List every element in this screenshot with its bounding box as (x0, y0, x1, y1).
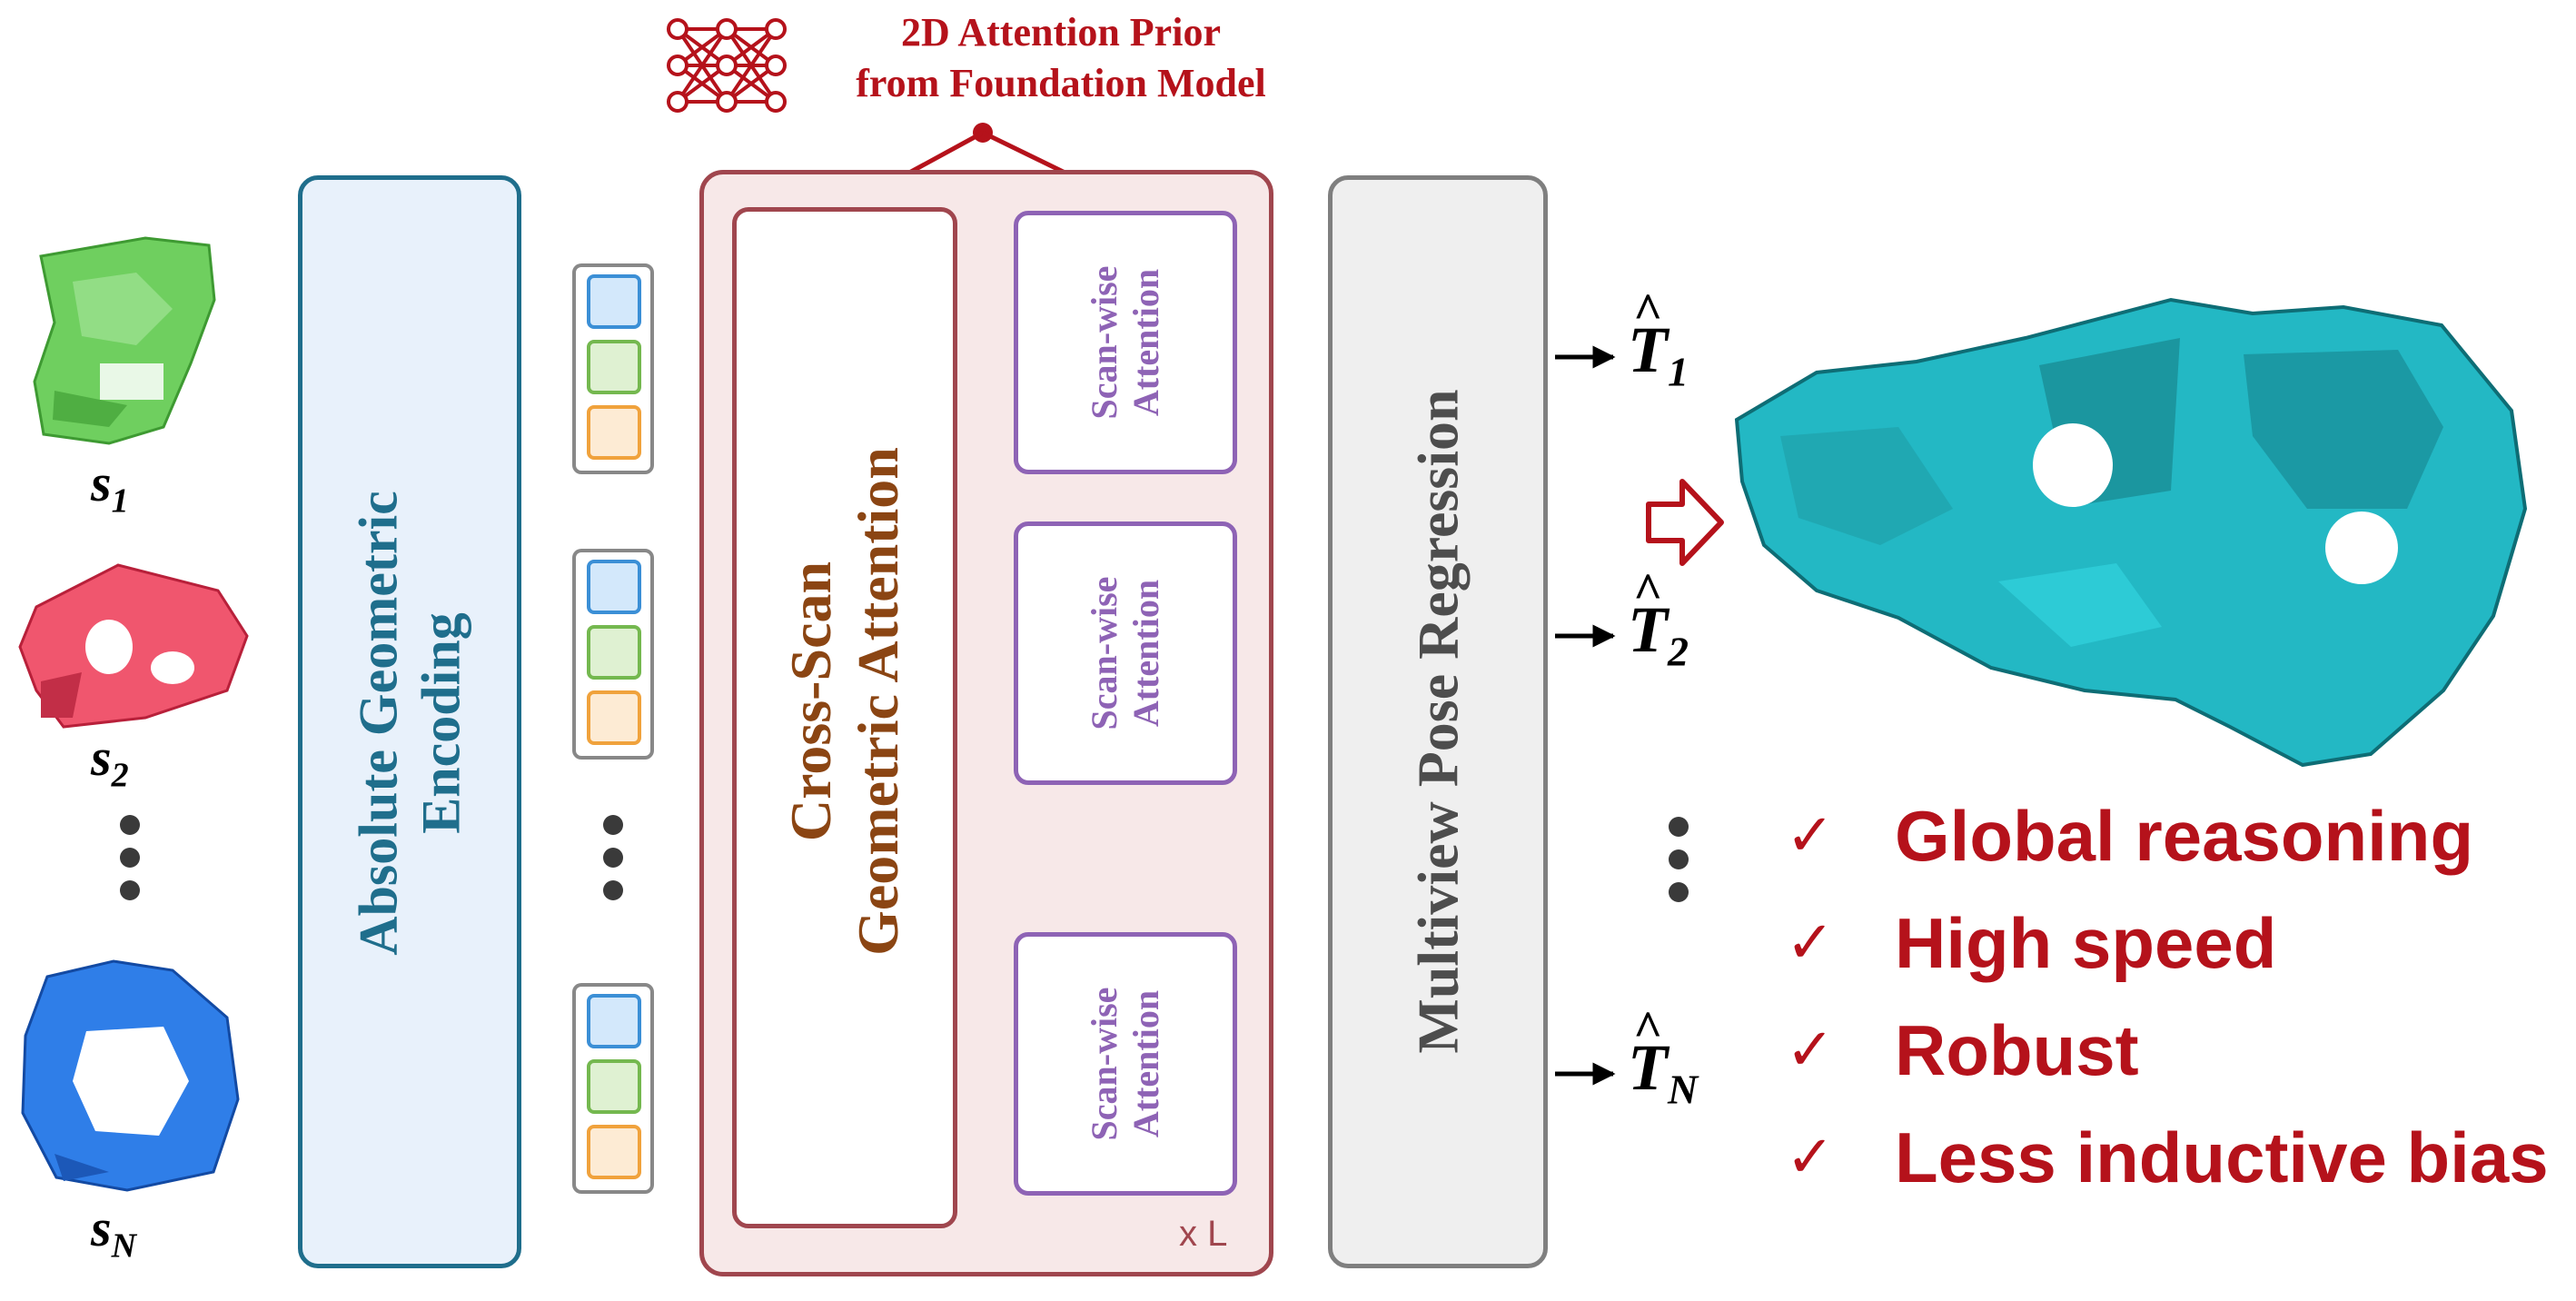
ellipsis-scans (120, 815, 140, 900)
scan-wise-label-2-line2: Attention (1125, 579, 1166, 728)
ellipsis-poses (1669, 817, 1689, 902)
pose-label-1-sub: 1 (1667, 348, 1689, 395)
benefit-text: Global reasoning (1895, 795, 2474, 876)
scan-label-n-base: s (91, 1198, 112, 1257)
scan-label-1-base: s (91, 453, 112, 512)
benefit-text: High speed (1895, 902, 2277, 983)
pose-hat-1: ^ (1633, 283, 1663, 340)
scan-wise-label-1-line2: Attention (1125, 268, 1166, 417)
scan-wise-label-1: Scan-wise Attention (1014, 211, 1237, 474)
scan-cloud-n (21, 959, 240, 1192)
point-cloud-icon (1734, 297, 2528, 768)
benefit-item: ✓ Less inductive bias (1786, 1112, 2549, 1203)
pose-label-1-base: ^T (1628, 283, 1668, 386)
encoding-label-line1: Absolute Geometric (348, 491, 409, 956)
pose-label-n-base: ^T (1628, 1001, 1668, 1104)
regression-block (1328, 175, 1548, 1268)
benefit-text: Less inductive bias (1895, 1117, 2549, 1197)
cross-scan-label-line1: Cross-Scan (778, 561, 844, 842)
arrow-right-icon (1646, 479, 1724, 566)
cross-scan-label: Cross-Scan Geometric Attention (732, 191, 957, 1212)
pose-hat-n: ^ (1633, 1001, 1663, 1058)
scan-wise-label-n: Scan-wise Attention (1014, 932, 1237, 1196)
scan-wise-label-2-line1: Scan-wise (1084, 576, 1125, 730)
token-stack-icon (572, 983, 654, 1194)
check-icon: ✓ (1786, 802, 1835, 869)
prior-caption-line2: from Foundation Model (856, 61, 1266, 105)
pose-label-n-sub: N (1667, 1066, 1699, 1113)
benefit-text: Robust (1895, 1009, 2139, 1090)
check-icon: ✓ (1786, 1124, 1835, 1191)
ellipsis-tokens (603, 815, 623, 900)
pose-label-2-letter: T (1628, 593, 1668, 666)
token-stack-icon (572, 263, 654, 474)
scan-cloud-1 (33, 236, 216, 445)
benefit-item: ✓ High speed (1786, 898, 2276, 988)
output-arrows (1555, 345, 1616, 1086)
regression-label: Multiview Pose Regression (1405, 389, 1471, 1054)
scan-label-1-sub: 1 (111, 482, 129, 521)
scan-label-2-sub: 2 (111, 756, 129, 795)
scan-cloud-2 (18, 563, 249, 729)
scan-wise-label-n-line1: Scan-wise (1084, 987, 1125, 1141)
pose-label-1: ^T1 (1628, 283, 1689, 395)
cross-scan-box (732, 207, 957, 1228)
scan-wise-label-1-line1: Scan-wise (1084, 265, 1125, 420)
prior-caption: 2D Attention Prior from Foundation Model (788, 7, 1333, 109)
token-stack-icon (572, 549, 654, 760)
scan-label-n-sub: N (111, 1227, 137, 1266)
pose-label-2-sub: 2 (1667, 628, 1689, 675)
scan-wise-label-2: Scan-wise Attention (1014, 521, 1237, 785)
scan-wise-box-1 (1014, 211, 1237, 474)
scan-wise-label-n-line2: Attention (1125, 989, 1166, 1138)
encoding-label-line2: Encoding (411, 612, 471, 834)
pose-label-n: ^TN (1628, 1001, 1699, 1113)
pose-hat-2: ^ (1633, 563, 1663, 620)
scan-wise-box-2 (1014, 521, 1237, 785)
pose-label-2-base: ^T (1628, 563, 1668, 666)
pose-label-2: ^T2 (1628, 563, 1689, 675)
repeat-label: x L (1179, 1214, 1228, 1254)
encoding-block (298, 175, 521, 1268)
prior-caption-line1: 2D Attention Prior (901, 10, 1221, 55)
neural-network-icon (667, 18, 787, 113)
pose-label-1-letter: T (1628, 313, 1668, 386)
scan-label-1: s1 (91, 452, 129, 521)
scan-label-2-base: s (91, 728, 112, 787)
benefit-item: ✓ Global reasoning (1786, 790, 2473, 881)
scan-wise-box-n (1014, 932, 1237, 1196)
scan-label-2: s2 (91, 727, 129, 796)
benefit-item: ✓ Robust (1786, 1005, 2139, 1096)
encoding-label: Absolute Geometric Encoding (299, 177, 522, 1270)
scan-label-n: sN (91, 1197, 136, 1266)
cross-scan-label-line2: Geometric Attention (846, 447, 910, 956)
pose-label-n-letter: T (1628, 1031, 1668, 1104)
check-icon: ✓ (1786, 909, 1835, 977)
check-icon: ✓ (1786, 1017, 1835, 1084)
